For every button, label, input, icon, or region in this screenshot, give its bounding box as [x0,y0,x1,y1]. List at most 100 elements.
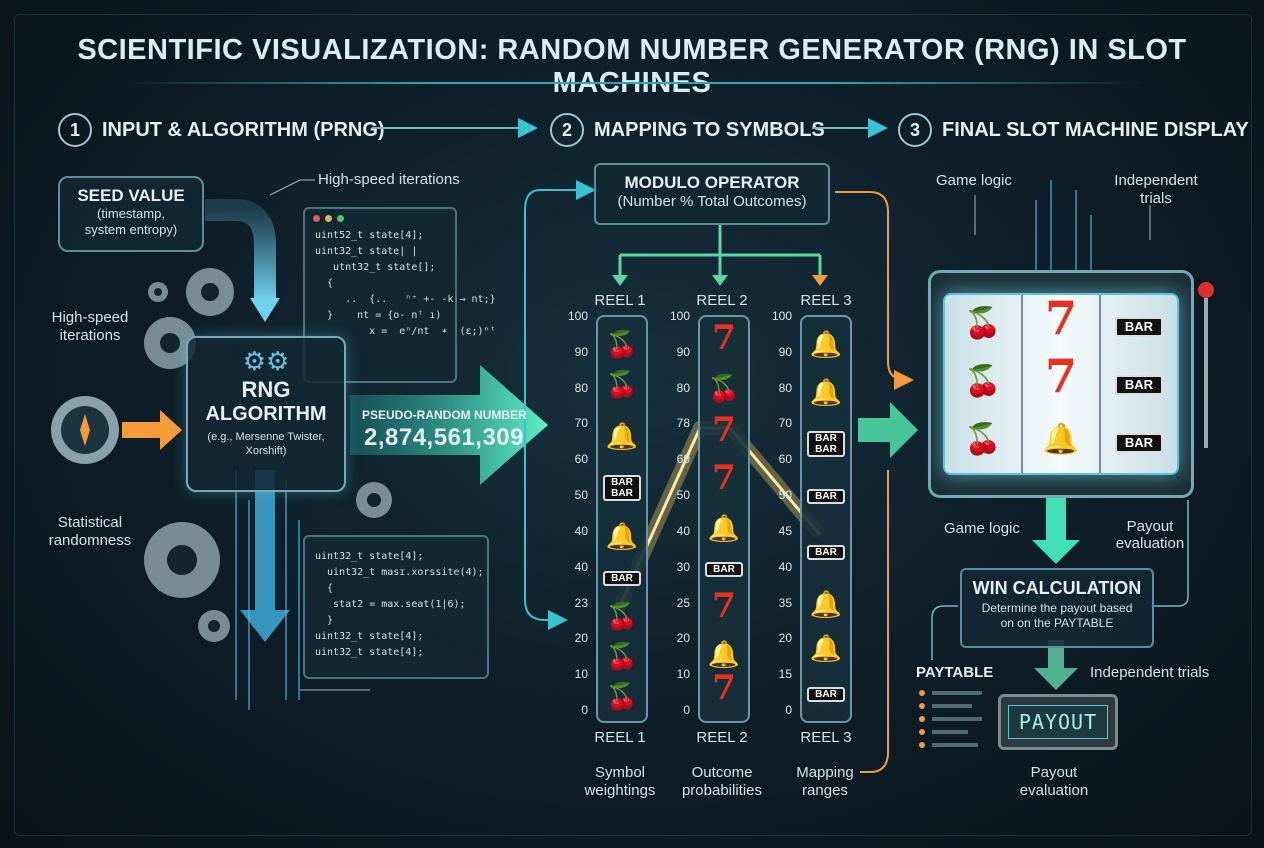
bell-icon: 🔔 [707,639,741,669]
code-b-line-5: stat2 = max.seat(1|6); [315,599,466,610]
scale-tick-label: 40 [778,559,792,574]
win-line-1: Determine the payout based [981,601,1133,615]
step-1-header: 1 INPUT & ALGORITHM (PRNG) [58,113,385,147]
scale-tick-label: 50 [676,488,690,503]
gear-icons [144,268,392,642]
bar-text: BAR [611,477,633,488]
code-line-2: uint32_t state| | [315,246,418,257]
rng-sub-2: Xorshift) [245,445,287,457]
code-b-line-8: uint32_t state[4]; [315,647,424,658]
binary-rain [235,180,1092,710]
bar-icon: BAR [603,571,641,586]
seed-line-2: system entropy) [84,222,178,237]
reel-window: 🍒 🍒 🍒 7 7 🔔 BAR BAR BAR [943,293,1179,475]
code-b-line-4: { [315,583,334,594]
cherry-icon: 🍒 [964,423,1002,456]
bar-text: BAR [713,564,735,575]
outer-frame [14,14,1252,836]
scale-tick-label: 80 [676,380,690,395]
orange-connector-bottom [860,470,889,773]
rng-title-1: RNG [241,377,291,402]
reel-3-bottom-label: REEL 3 [800,729,852,746]
caption-symbol-2: weightings [584,782,656,799]
scale-tick-label: 50 [778,488,792,503]
scale-tick-label: 40 [574,559,588,574]
bar-text: BAR [815,444,837,455]
rng-algorithm-box: ⚙⚙ RNG ALGORITHM (e.g., Mersenne Twister… [186,336,346,492]
seed-title: SEED VALUE [77,186,185,205]
bar-icon: BAR [1115,433,1163,453]
bar-icon: BAR [807,545,845,560]
reel-2-bottom-label: REEL 2 [696,729,748,746]
win-line-2: on on the PAYTABLE [1000,616,1114,630]
split-head-3 [812,275,828,286]
win-title: WIN CALCULATION [972,578,1142,598]
pointer-high-speed [269,179,301,196]
code-line-4: { [315,278,334,289]
scale-tick-label: 0 [683,703,690,717]
reel-1-bottom-label: REEL 1 [594,729,646,746]
reel-divider [1099,295,1101,473]
machine-to-win-arrow [1032,468,1080,564]
lever-arm[interactable] [1204,298,1208,448]
bar-text: BAR [611,573,633,584]
bar-text: BAR [815,491,837,502]
page-title: SCIENTIFIC VISUALIZATION: RANDOM NUMBER … [77,34,1187,99]
scale-tick-label: 60 [676,452,690,467]
payout-connector [1150,500,1189,607]
bell-icon: 🔔 [809,329,843,359]
code-line-8: x = eⁿ/nt ∗ (ε;)ⁿᵗ [315,326,496,337]
reel-divider [1021,295,1023,473]
scale-tick-label: 25 [676,595,690,610]
bell-icon: 🔔 [605,521,639,551]
label-stat-2: randomness [48,532,132,549]
rng-gears-icon: ⚙⚙ [242,346,290,376]
label-payout-bottom-1: Payout [1030,764,1078,781]
seed-value-box: SEED VALUE (timestamp, system entropy) [58,176,204,252]
lever-knob-icon[interactable] [1198,282,1214,298]
bar-text: BAR [815,689,837,700]
bar-text: BAR [1124,319,1154,334]
compass-gear-icon [51,396,119,464]
scale-tick-label: 0 [581,703,588,717]
label-stat-1: Statistical [57,514,123,531]
rng-down-arrow [240,470,290,642]
paytable-rows [919,690,982,748]
label-independent-bottom: Independent trials [1090,664,1210,681]
seven-icon: 7 [712,586,736,626]
code-line-1: uint52_t state[4]; [315,230,424,241]
step-3-label: FINAL SLOT MACHINE DISPLAY [942,118,1249,141]
bell-icon: 🔔 [809,377,843,407]
code-b-line-7: uint32_t state[4]; [315,631,424,642]
step-3-header: 3 FINAL SLOT MACHINE DISPLAY [898,113,1249,147]
rng-sub-1: (e.g., Mersenne Twister, [207,431,325,443]
step-2-number: 2 [550,113,584,147]
scale-tick-label: 45 [778,523,792,538]
cherry-icon: 🍒 [605,681,639,711]
payout-display: PAYOUT [998,694,1118,750]
scale-tick-label: 30 [676,559,690,574]
code-line-6: } nt = {o- nᵗ ı) [315,310,442,321]
reel-2-top-label: REEL 2 [696,292,748,309]
scale-tick-label: 100 [567,309,588,323]
scale-tick-label: 35 [778,595,792,610]
seven-icon: 7 [712,668,736,708]
label-independent-top-2: trials [1140,190,1172,207]
bell-icon: 🔔 [1042,423,1080,456]
scale-tick-label: 80 [778,380,792,395]
scale-tick-label: 70 [778,416,792,431]
step-3-number: 3 [898,113,932,147]
prn-arrow [350,365,548,485]
label-payout-mid-1: Payout [1126,518,1174,535]
label-payout-bottom-2: evaluation [1019,782,1089,799]
step-2-header: 2 MAPPING TO SYMBOLS [550,113,825,147]
scale-tick-label: 80 [574,380,588,395]
bar-text: BAR [1124,377,1154,392]
scale-tick-label: 20 [574,631,588,646]
